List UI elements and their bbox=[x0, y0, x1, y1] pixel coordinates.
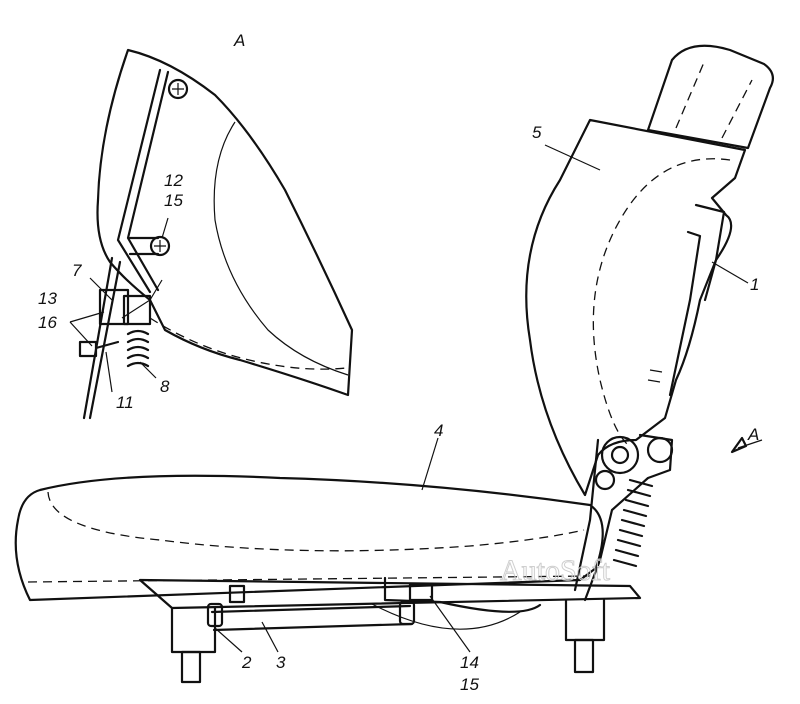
leg-right-stud bbox=[573, 638, 595, 674]
callout-3: 3 bbox=[276, 653, 286, 672]
callout-15-base: 15 bbox=[460, 675, 479, 694]
hinge-bracket bbox=[573, 433, 674, 602]
callout-13: 13 bbox=[38, 289, 57, 308]
leader-5 bbox=[544, 144, 601, 171]
base-clip bbox=[228, 584, 246, 604]
detail-bracket bbox=[128, 236, 160, 256]
callout-1: 1 bbox=[750, 275, 759, 294]
backrest-frame-slot bbox=[647, 369, 663, 383]
leader-2 bbox=[214, 627, 243, 653]
detail-cushion-curve bbox=[213, 121, 349, 376]
callout-12: 12 bbox=[164, 171, 183, 190]
headrest-outline bbox=[646, 44, 775, 150]
callout-7: 7 bbox=[72, 261, 82, 280]
arrow-label-a: A bbox=[747, 425, 759, 444]
headrest bbox=[646, 44, 775, 150]
detail-screw-top bbox=[167, 78, 189, 100]
cushion-outline bbox=[14, 474, 604, 602]
headrest-hidden bbox=[675, 59, 753, 139]
detail-view-a bbox=[69, 48, 354, 420]
cushion-hidden-top bbox=[47, 491, 585, 552]
hinge-spring bbox=[612, 478, 654, 568]
leader-4 bbox=[421, 437, 439, 491]
cushion-hidden-bottom bbox=[27, 575, 591, 583]
view-label-a: A bbox=[233, 31, 245, 50]
detail-nut bbox=[78, 340, 98, 358]
hinge-pivot-inner bbox=[610, 445, 630, 465]
detail-screw-top-slot bbox=[172, 83, 184, 95]
base-bolt-right bbox=[398, 600, 416, 626]
backrest bbox=[525, 118, 747, 497]
backrest-hidden-line bbox=[592, 158, 731, 446]
callout-5: 5 bbox=[532, 123, 542, 142]
callout-2: 2 bbox=[241, 653, 252, 672]
base-nut-14 bbox=[408, 582, 434, 602]
leg-left-stud bbox=[180, 650, 202, 684]
callout-16: 16 bbox=[38, 313, 57, 332]
base-slide bbox=[383, 576, 542, 613]
leader-3 bbox=[261, 621, 279, 653]
leader-14 bbox=[429, 595, 471, 653]
detail-cut-line bbox=[121, 279, 163, 319]
detail-backrest-shell bbox=[96, 48, 354, 397]
hinge-nut-upper bbox=[646, 436, 674, 464]
detail-hidden-line bbox=[149, 317, 347, 370]
seat-cushion bbox=[14, 474, 604, 602]
detail-leaders bbox=[69, 217, 169, 393]
detail-latch-plate bbox=[98, 288, 130, 326]
detail-frame-strip bbox=[116, 68, 170, 294]
leg-right bbox=[564, 598, 606, 642]
callout-4: 4 bbox=[434, 421, 443, 440]
callout-labels: A A 1 2 3 4 5 7 8 11 12 15 13 16 14 15 bbox=[38, 31, 759, 694]
callout-15-detail: 15 bbox=[164, 191, 183, 210]
watermark: AutoSoft bbox=[500, 554, 611, 587]
callout-8: 8 bbox=[160, 377, 170, 396]
backrest-outline bbox=[525, 118, 747, 497]
detail-spring bbox=[126, 329, 150, 368]
detail-bolt bbox=[94, 340, 120, 350]
base-frame bbox=[138, 576, 642, 684]
hinge-pivot-outer bbox=[600, 435, 640, 475]
hinge-assembly bbox=[573, 433, 674, 602]
leader-lines bbox=[214, 144, 763, 653]
direction-arrowhead bbox=[730, 436, 748, 454]
detail-lever-rod bbox=[82, 256, 122, 420]
base-rail bbox=[138, 578, 642, 610]
detail-screw-lower-slot bbox=[154, 240, 166, 252]
callout-14: 14 bbox=[460, 653, 479, 672]
leader-1 bbox=[711, 261, 749, 284]
callout-11: 11 bbox=[116, 393, 134, 412]
hinge-nut-lower bbox=[594, 469, 616, 491]
detail-latch-bracket bbox=[122, 294, 152, 326]
detail-screw-lower bbox=[149, 235, 171, 257]
backrest-frame bbox=[668, 203, 726, 397]
